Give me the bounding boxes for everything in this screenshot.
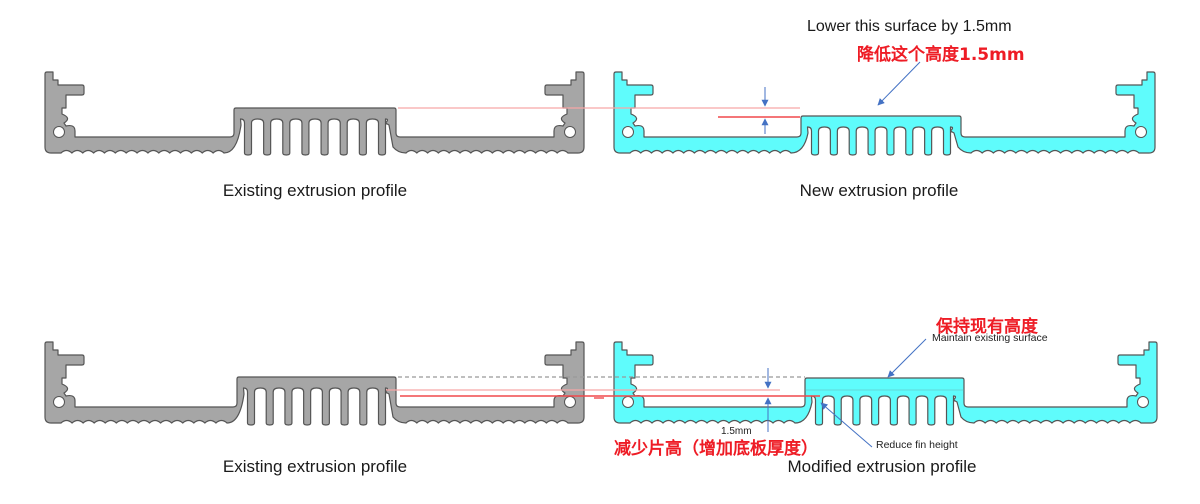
profile-shape [613, 341, 1158, 426]
slot-groove-left [53, 396, 65, 408]
profile-existing-bottom [44, 341, 585, 426]
annotation-maintain-zh: 保持现有高度 [936, 317, 1038, 337]
annotation-reduce-fin-en: Reduce fin height [876, 439, 958, 451]
slot-groove-left [622, 126, 634, 138]
profile-new [613, 71, 1156, 156]
profile-modified [613, 341, 1158, 426]
leader-arrow-maintain-surface [887, 338, 927, 378]
profile-shape [44, 341, 585, 426]
slot-groove-left [53, 126, 65, 138]
caption-modified: Modified extrusion profile [787, 457, 977, 476]
slot-groove-right [564, 126, 576, 138]
annotation-maintain-en: Maintain existing surface [932, 332, 1048, 344]
leader-arrow-reduce-fin [820, 402, 873, 448]
caption-existing-top: Existing extrusion profile [222, 181, 408, 200]
annotation-lower-surface-zh: 降低这个高度1.5mm [857, 45, 1025, 65]
profile-shape [613, 71, 1156, 156]
caption-existing-bottom: Existing extrusion profile [222, 457, 408, 476]
profile-existing-top [44, 71, 585, 156]
annotation-lower-surface-en: Lower this surface by 1.5mm [807, 18, 1012, 35]
profile-shape [44, 71, 585, 156]
caption-new: New extrusion profile [799, 181, 959, 200]
slot-groove-right [564, 396, 576, 408]
slot-groove-left [622, 396, 634, 408]
dimension-label: 1.5mm [721, 426, 752, 437]
leader-arrow-lower-surface [877, 61, 921, 106]
annotation-reduce-fin-zh: 减少片高（增加底板厚度） [614, 439, 818, 459]
slot-groove-right [1135, 126, 1147, 138]
slot-groove-right [1137, 396, 1149, 408]
